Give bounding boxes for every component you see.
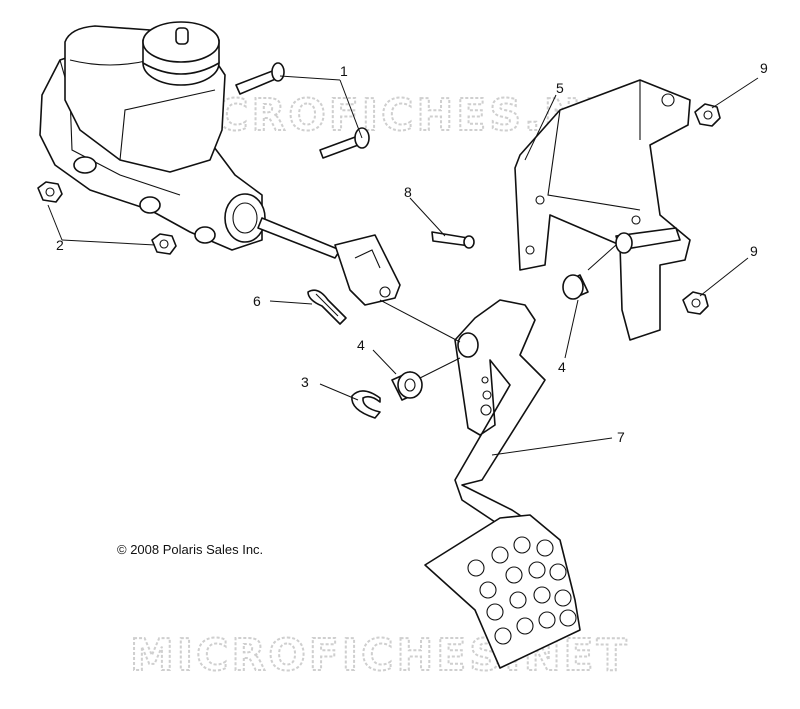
callout-7: 7 — [617, 429, 625, 445]
callout-9-top: 9 — [760, 60, 768, 76]
callout-labels: 1 2 3 4 4 5 6 7 8 9 9 — [56, 60, 768, 445]
callout-1: 1 — [340, 63, 348, 79]
callout-4-right: 4 — [558, 359, 566, 375]
push-rod-clevis — [257, 217, 401, 306]
callout-6: 6 — [253, 293, 261, 309]
pedal-pad-grip — [467, 536, 577, 645]
retaining-clip — [351, 390, 381, 419]
callout-5: 5 — [556, 80, 564, 96]
master-cylinder — [39, 21, 266, 251]
bushings — [391, 274, 589, 401]
clevis-pin — [431, 231, 475, 249]
flange-nuts-left — [37, 181, 177, 255]
callout-2: 2 — [56, 237, 64, 253]
flange-nuts-right — [682, 103, 721, 315]
brake-pedal — [424, 299, 581, 669]
cotter-pin — [307, 289, 347, 325]
callout-9-bottom: 9 — [750, 243, 758, 259]
copyright-notice: © 2008 Polaris Sales Inc. — [117, 542, 264, 557]
callout-3: 3 — [301, 374, 309, 390]
pedal-bracket — [514, 79, 691, 341]
leader-lines — [47, 75, 759, 456]
mounting-bolts — [235, 62, 370, 159]
callout-8: 8 — [404, 184, 412, 200]
callout-4-left: 4 — [357, 337, 365, 353]
